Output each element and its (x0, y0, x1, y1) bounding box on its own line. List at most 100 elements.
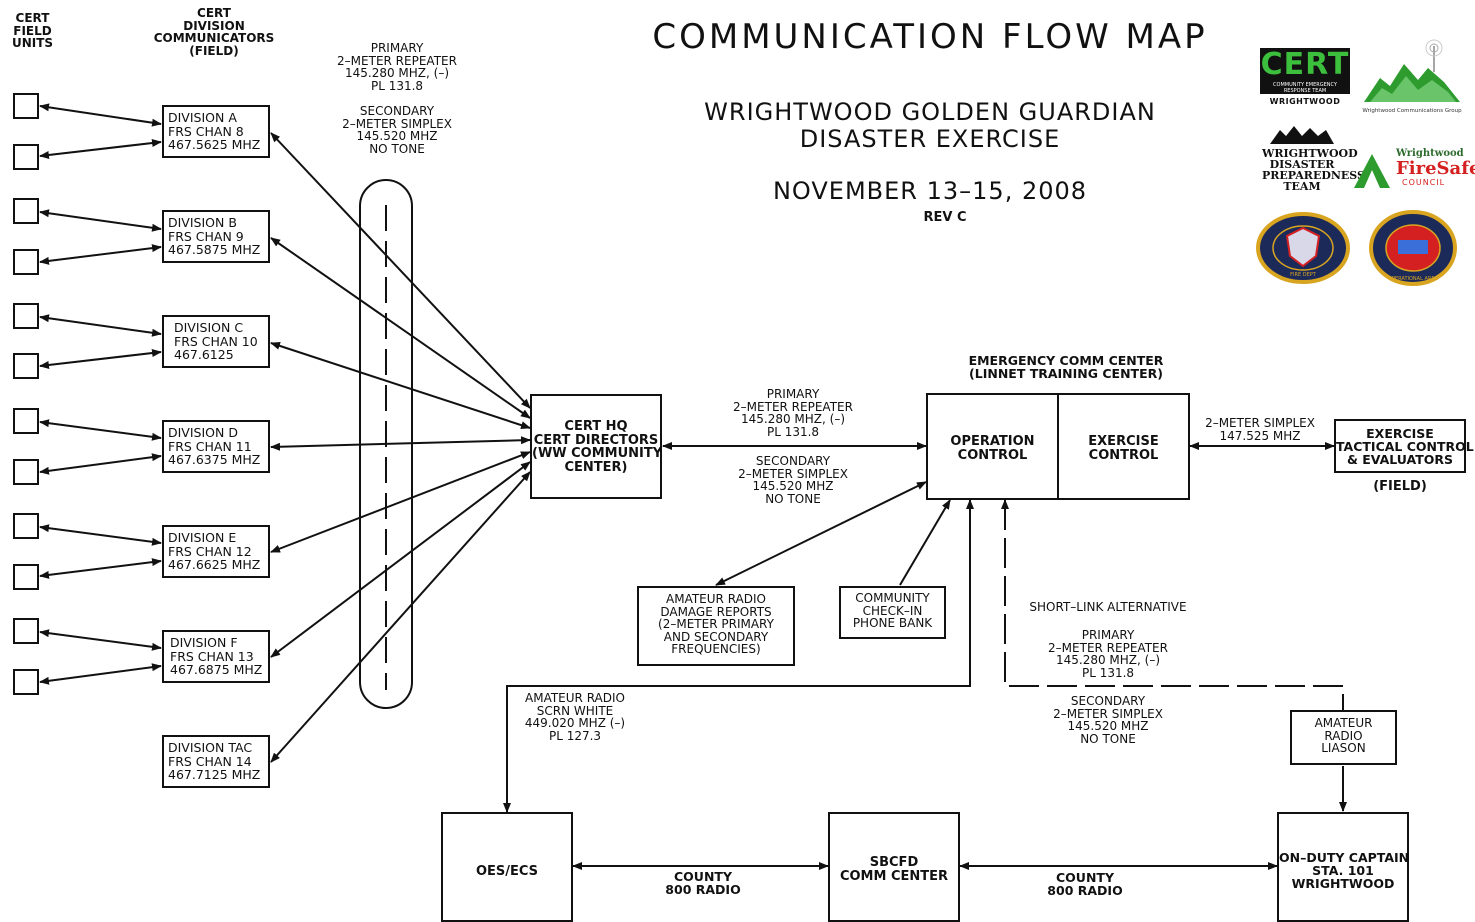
cert-logo: CERT COMMUNITY EMERGENCY RESPONSE TEAM W… (1260, 48, 1350, 110)
hq-link-secondary: SECONDARY 2–METER SIMPLEX 145.520 MHZ NO… (738, 454, 848, 506)
division-c-label: DIVISION C FRS CHAN 10 467.6125 (174, 320, 258, 362)
link-unit-a2 (39, 139, 162, 159)
operation-control-box: OPERATION CONTROL (926, 393, 1059, 500)
link-div-f-hq (270, 461, 531, 658)
tactical-control-label: EXERCISE TACTICAL CONTROL & EVALUATORS (1336, 426, 1474, 468)
county-radio-2-label: COUNTY 800 RADIO (1047, 870, 1123, 899)
link-ecc-oes (503, 499, 974, 813)
cert-logo-wordmark: CERT (1260, 47, 1350, 82)
link-short-alternative (1001, 499, 1344, 710)
field-unit-e1 (13, 513, 39, 539)
sb-county-fire-patch: FIRE DEPT (1256, 212, 1350, 284)
svg-text:OPERATIONAL AREA: OPERATIONAL AREA (1388, 276, 1438, 282)
division-b-box: DIVISION B FRS CHAN 9 467.5875 MHZ (162, 210, 270, 263)
cert-logo-town: WRIGHTWOOD (1269, 97, 1341, 106)
scrn-white-note: AMATEUR RADIO SCRN WHITE 449.020 MHZ (–)… (524, 691, 626, 743)
link-unit-d2 (39, 453, 162, 475)
hq-link-primary: PRIMARY 2–METER REPEATER 145.280 MHZ, (–… (733, 387, 853, 439)
link-unit-b2 (39, 244, 162, 265)
ecc-title: EMERGENCY COMM CENTER (LINNET TRAINING C… (968, 353, 1164, 382)
field-unit-f2 (13, 669, 39, 695)
division-d-box: DIVISION D FRS CHAN 11 467.6375 MHZ (162, 420, 270, 473)
sbcfd-box: SBCFD COMM CENTER (828, 812, 960, 922)
firesafe-bottom: COUNCIL (1402, 178, 1446, 187)
operation-control-label: OPERATION CONTROL (950, 434, 1035, 463)
firesafe-council-logo: Wrightwood FireSafe COUNCIL (1352, 148, 1475, 190)
division-f-label: DIVISION F FRS CHAN 13 467.6875 MHZ (170, 635, 263, 677)
division-e-label: DIVISION E FRS CHAN 12 467.6625 MHZ (168, 530, 261, 572)
mountain-antenna-icon (1364, 39, 1460, 102)
sb-county-oes-patch: OPERATIONAL AREA (1368, 208, 1458, 288)
short-link-primary: PRIMARY 2–METER REPEATER 145.280 MHZ, (–… (1048, 628, 1168, 680)
division-d-label: DIVISION D FRS CHAN 11 467.6375 MHZ (168, 425, 261, 467)
cert-hq-label: CERT HQ CERT DIRECTORS (WW COMMUNITY CEN… (532, 419, 663, 475)
page-title: COMMUNICATION FLOW MAP (652, 17, 1208, 57)
exercise-control-box: EXERCISE CONTROL (1057, 393, 1190, 500)
link-unit-d1 (39, 419, 162, 441)
division-c-box: DIVISION C FRS CHAN 10 467.6125 (162, 315, 270, 368)
division-tac-label: DIVISION TAC FRS CHAN 14 467.7125 MHZ (168, 740, 261, 782)
division-frequency-note: PRIMARY 2–METER REPEATER 145.280 MHZ, (–… (337, 41, 457, 156)
tactical-control-box: EXERCISE TACTICAL CONTROL & EVALUATORS (1334, 419, 1474, 473)
field-unit-c1 (13, 303, 39, 329)
oes-ecs-label: OES/ECS (475, 864, 539, 879)
link-unit-e1 (39, 524, 162, 546)
link-unit-e2 (39, 558, 162, 579)
division-f-box: DIVISION F FRS CHAN 13 467.6875 MHZ (162, 630, 270, 683)
link-unit-a1 (39, 103, 162, 127)
disaster-team-logo: WRIGHTWOOD DISASTER PREPAREDNESS TEAM (1262, 124, 1365, 200)
exercise-name-line1: WRIGHTWOOD GOLDEN GUARDIAN (704, 98, 1156, 126)
field-unit-f1 (13, 618, 39, 644)
field-unit-e2 (13, 564, 39, 590)
field-unit-a1 (13, 93, 39, 119)
field-units-header: CERT FIELD UNITS (11, 11, 54, 51)
exercise-dates: NOVEMBER 13–15, 2008 (772, 177, 1088, 205)
county-radio-1-label: COUNTY 800 RADIO (665, 869, 741, 898)
link-div-b-hq (270, 237, 531, 419)
svg-text:FIRE DEPT: FIRE DEPT (1290, 272, 1317, 278)
link-unit-f1 (39, 629, 162, 651)
phone-bank-box: COMMUNITY CHECK–IN PHONE BANK (839, 586, 946, 639)
field-unit-b1 (13, 198, 39, 224)
link-div-tac-hq (270, 471, 531, 763)
link-unit-b1 (39, 209, 162, 232)
oes-ecs-box: OES/ECS (441, 812, 573, 922)
field-unit-b2 (13, 249, 39, 275)
division-b-label: DIVISION B FRS CHAN 9 467.5875 MHZ (168, 215, 261, 257)
division-a-label: DIVISION A FRS CHAN 8 467.5625 MHZ (168, 110, 261, 152)
mountain-range-icon (1270, 126, 1334, 144)
firesafe-main: FireSafe (1396, 158, 1475, 179)
short-link-secondary: SECONDARY 2–METER SIMPLEX 145.520 MHZ NO… (1053, 694, 1163, 746)
field-unit-d1 (13, 408, 39, 434)
captain-label: ON–DUTY CAPTAIN STA. 101 WRIGHTWOOD (1279, 850, 1410, 892)
simplex-link-note: 2–METER SIMPLEX 147.525 MHZ (1205, 416, 1315, 443)
captain-box: ON–DUTY CAPTAIN STA. 101 WRIGHTWOOD (1277, 812, 1409, 922)
short-link-label: SHORT–LINK ALTERNATIVE (1029, 600, 1187, 614)
sbcfd-label: SBCFD COMM CENTER (839, 855, 949, 884)
tactical-field-label: (FIELD) (1373, 479, 1427, 494)
communications-group-logo: Wrightwood Communications Group (1362, 38, 1462, 114)
amateur-damage-label: AMATEUR RADIO DAMAGE REPORTS (2–METER PR… (658, 592, 774, 657)
field-unit-d2 (13, 459, 39, 485)
field-unit-a2 (13, 144, 39, 170)
firesafe-top: Wrightwood (1396, 148, 1464, 159)
disaster-team-text: WRIGHTWOOD DISASTER PREPAREDNESS TEAM (1262, 147, 1365, 193)
cert-hq-box: CERT HQ CERT DIRECTORS (WW COMMUNITY CEN… (530, 394, 662, 499)
fire-department-patch-icon: FIRE DEPT (1256, 212, 1350, 284)
phone-bank-label: COMMUNITY CHECK–IN PHONE BANK (852, 591, 933, 631)
exercise-control-label: EXERCISE CONTROL (1088, 434, 1159, 463)
link-unit-f2 (39, 663, 162, 685)
link-unit-c2 (39, 349, 162, 369)
amateur-liason-label: AMATEUR RADIO LIASON (1314, 716, 1373, 756)
division-a-box: DIVISION A FRS CHAN 8 467.5625 MHZ (162, 105, 270, 158)
link-div-e-hq (270, 451, 531, 553)
operational-area-patch-icon: OPERATIONAL AREA (1369, 210, 1457, 286)
communications-group-caption: Wrightwood Communications Group (1362, 108, 1462, 114)
revision-label: REV C (923, 210, 967, 225)
amateur-liason-box: AMATEUR RADIO LIASON (1290, 710, 1397, 765)
amateur-damage-box: AMATEUR RADIO DAMAGE REPORTS (2–METER PR… (637, 586, 795, 666)
exercise-name-line2: DISASTER EXERCISE (799, 125, 1061, 153)
division-e-box: DIVISION E FRS CHAN 12 467.6625 MHZ (162, 525, 270, 578)
